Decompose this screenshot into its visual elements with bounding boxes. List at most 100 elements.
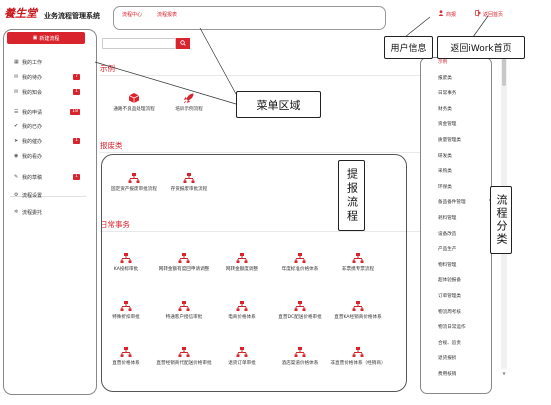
category-item[interactable]: 费用核销 — [438, 372, 457, 377]
cog-icon: ✲ — [14, 209, 19, 215]
category-item[interactable]: 耗料管理 — [438, 216, 457, 221]
arrow-icon: ➤ — [14, 138, 19, 144]
category-item[interactable]: 日常事务 — [438, 91, 457, 97]
flow-item-label: 特殊折扣审批 — [112, 315, 140, 320]
user-icon — [438, 10, 444, 18]
flow-item-label: 培训示例流程 — [175, 107, 203, 112]
return-home-callout: 返回iWork首页 — [437, 36, 525, 59]
flow-item[interactable]: 通路不良品处理流程 — [103, 92, 165, 113]
flow-item[interactable]: 网转金额有度回申请调整 — [153, 252, 215, 273]
category-item[interactable]: 财务类 — [438, 106, 452, 112]
nav-highlight-box — [113, 6, 386, 30]
count-badge: 18 — [70, 109, 80, 115]
flow-item[interactable]: 培训示例流程 — [158, 92, 220, 113]
section-divider — [100, 152, 490, 153]
flow-item[interactable]: 网转金额度调整 — [211, 252, 273, 273]
category-item[interactable]: 备品备件管理 — [438, 200, 466, 206]
nav-process-center[interactable]: 流程中心 — [122, 12, 143, 18]
flow-item-label: 通路不良品处理流程 — [113, 107, 155, 112]
category-item[interactable]: 物流日常运作 — [438, 325, 466, 331]
sidebar-item[interactable]: ✲流程委托 — [14, 207, 80, 217]
flow-item[interactable]: 直营KA经销商价格体系 — [327, 300, 389, 321]
scroll-down-arrow-icon[interactable]: ▼ — [502, 371, 506, 376]
count-badge: 1 — [73, 89, 80, 95]
category-item[interactable]: 采购类 — [438, 169, 452, 175]
category-item[interactable]: 物料管理 — [438, 262, 457, 268]
sidebar-item-label: 我的工作 — [22, 59, 43, 66]
user-link[interactable]: 商报 — [438, 10, 456, 18]
flow-item[interactable]: 特通客户授信审批 — [153, 300, 215, 321]
top-header — [0, 0, 551, 26]
category-item[interactable]: 设备改造 — [438, 231, 457, 237]
flow-item[interactable]: 直营DC配送价格审批 — [269, 300, 331, 321]
company-logo: 養生堂 — [4, 7, 37, 20]
category-item[interactable]: 研发类 — [438, 153, 452, 159]
flow-item-label: 网转金额度调整 — [225, 267, 259, 272]
flow-item[interactable]: 特殊折扣审批 — [95, 300, 157, 321]
sidebar-item[interactable]: ✔我的已办 — [14, 121, 80, 131]
user-info-callout: 用户信息 — [384, 36, 433, 59]
category-item[interactable]: 资金管理 — [438, 122, 457, 128]
org-chart-icon — [294, 300, 306, 312]
system-title: 业务流程管理系统 — [44, 12, 100, 20]
category-item[interactable]: 超体验报备 — [438, 278, 461, 284]
flow-item-label: 网转金额有度回申请调整 — [158, 267, 210, 272]
eye-icon: ◉ — [14, 153, 19, 159]
category-item[interactable]: 退货报损 — [438, 356, 457, 362]
flow-item[interactable]: 直营经销商代配送价格审批 — [153, 346, 215, 367]
category-item[interactable]: 产品生产 — [438, 247, 457, 253]
flow-category-callout: 流程分类 — [490, 186, 512, 254]
flow-item[interactable]: 直营价格体系 — [95, 346, 157, 367]
sidebar-item-label: 我的知会 — [22, 89, 43, 96]
count-badge: 7 — [73, 74, 80, 80]
org-chart-icon — [352, 252, 364, 264]
flow-item-label: 退货订单审批 — [228, 361, 256, 366]
org-chart-icon — [178, 346, 190, 358]
flow-item[interactable]: 退货订单审批 — [211, 346, 273, 367]
nav-process-report[interactable]: 流程报表 — [157, 12, 178, 18]
category-item[interactable]: 环保类 — [438, 184, 452, 190]
flow-item-label: 直营经销商代配送价格审批 — [156, 361, 212, 366]
category-item[interactable]: 合规、追责 — [438, 340, 461, 346]
search-input[interactable] — [102, 38, 176, 49]
category-item[interactable]: 物流周考核 — [438, 309, 461, 315]
sidebar-item[interactable]: ◉我的看办 — [14, 151, 80, 161]
flow-item[interactable]: 固定资产报废审批流程 — [103, 172, 165, 193]
section-title-scrap: 报废类 — [100, 141, 123, 150]
org-chart-icon — [120, 252, 132, 264]
section-title-daily: 日常事务 — [100, 220, 130, 229]
new-flow-button[interactable]: ▣ 新建流程 — [7, 32, 85, 44]
category-item[interactable]: 订单管理类 — [438, 294, 461, 299]
org-chart-icon — [352, 300, 364, 312]
flow-item[interactable]: 非直营价格体系（经销商） — [327, 346, 389, 367]
org-chart-icon — [352, 346, 364, 358]
flow-item[interactable]: 电商价格体系 — [211, 300, 273, 321]
org-chart-icon — [128, 172, 140, 184]
sidebar-item[interactable]: ▦我的工作 — [14, 57, 80, 67]
category-scroll-thumb[interactable] — [502, 58, 506, 86]
flow-item[interactable]: 非票携专票流程 — [327, 252, 389, 273]
flow-item-label: 酒店渠道价格体系 — [281, 361, 319, 366]
flow-item[interactable]: 存货报废审批流程 — [158, 172, 220, 193]
category-item[interactable]: 示例 — [438, 60, 448, 65]
flow-item[interactable]: 酒店渠道价格体系 — [269, 346, 331, 367]
category-item[interactable]: 报废类 — [438, 75, 452, 81]
return-home-link[interactable]: 返回首页 — [475, 10, 503, 18]
org-chart-icon — [183, 172, 195, 184]
org-chart-icon — [236, 300, 248, 312]
flow-item-label: 年度标准价格体系 — [281, 267, 319, 272]
flow-item[interactable]: KA投标审批 — [95, 252, 157, 273]
search-button[interactable] — [176, 38, 190, 49]
sidebar-item[interactable]: ⚙流程设置 — [14, 190, 80, 200]
org-chart-icon — [120, 346, 132, 358]
category-item[interactable]: 质量管理类 — [438, 138, 461, 143]
rocket-icon — [183, 92, 195, 104]
org-chart-icon — [120, 300, 132, 312]
flow-item[interactable]: 年度标准价格体系 — [269, 252, 331, 273]
